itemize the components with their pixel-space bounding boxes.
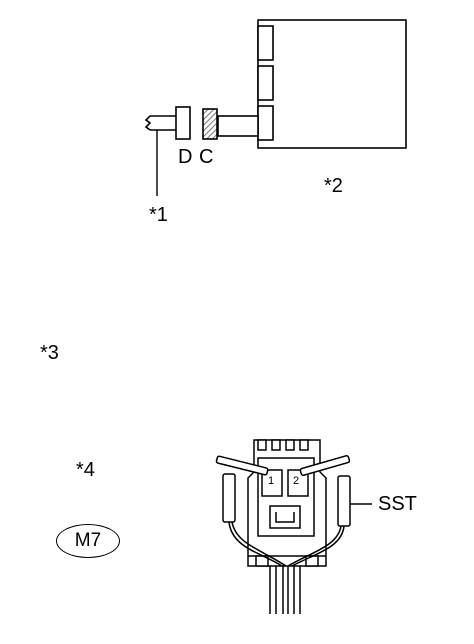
connector-d: [175, 106, 191, 140]
ecu-connector-slot-2: [257, 65, 274, 101]
ecu-unit: [257, 19, 407, 149]
terminal-cavity-1: [261, 469, 283, 497]
callout-2-label: *2: [324, 175, 343, 197]
sst-label: SST: [378, 493, 417, 515]
connector-c: [202, 108, 218, 140]
connector-d-label: D: [178, 146, 193, 168]
terminal-cavity-2: [287, 469, 309, 497]
sst-probe-right: [287, 454, 351, 567]
m7-badge: M7: [56, 524, 120, 558]
callout-3-label: *3: [40, 342, 59, 364]
callout-1-label: *1: [149, 204, 168, 226]
ecu-connector-slot-1: [257, 25, 274, 61]
sst-probe-left: [215, 455, 287, 567]
pin-2-label: 2: [293, 475, 300, 487]
wire-harness-d: [144, 115, 176, 131]
ecu-connector-slot-3: [257, 105, 274, 141]
connector-c-label: C: [199, 146, 214, 168]
harness-c: [217, 115, 259, 137]
pin-1-label: 1: [268, 475, 275, 487]
m7-badge-text: M7: [74, 530, 102, 551]
callout-4-label: *4: [76, 459, 95, 481]
